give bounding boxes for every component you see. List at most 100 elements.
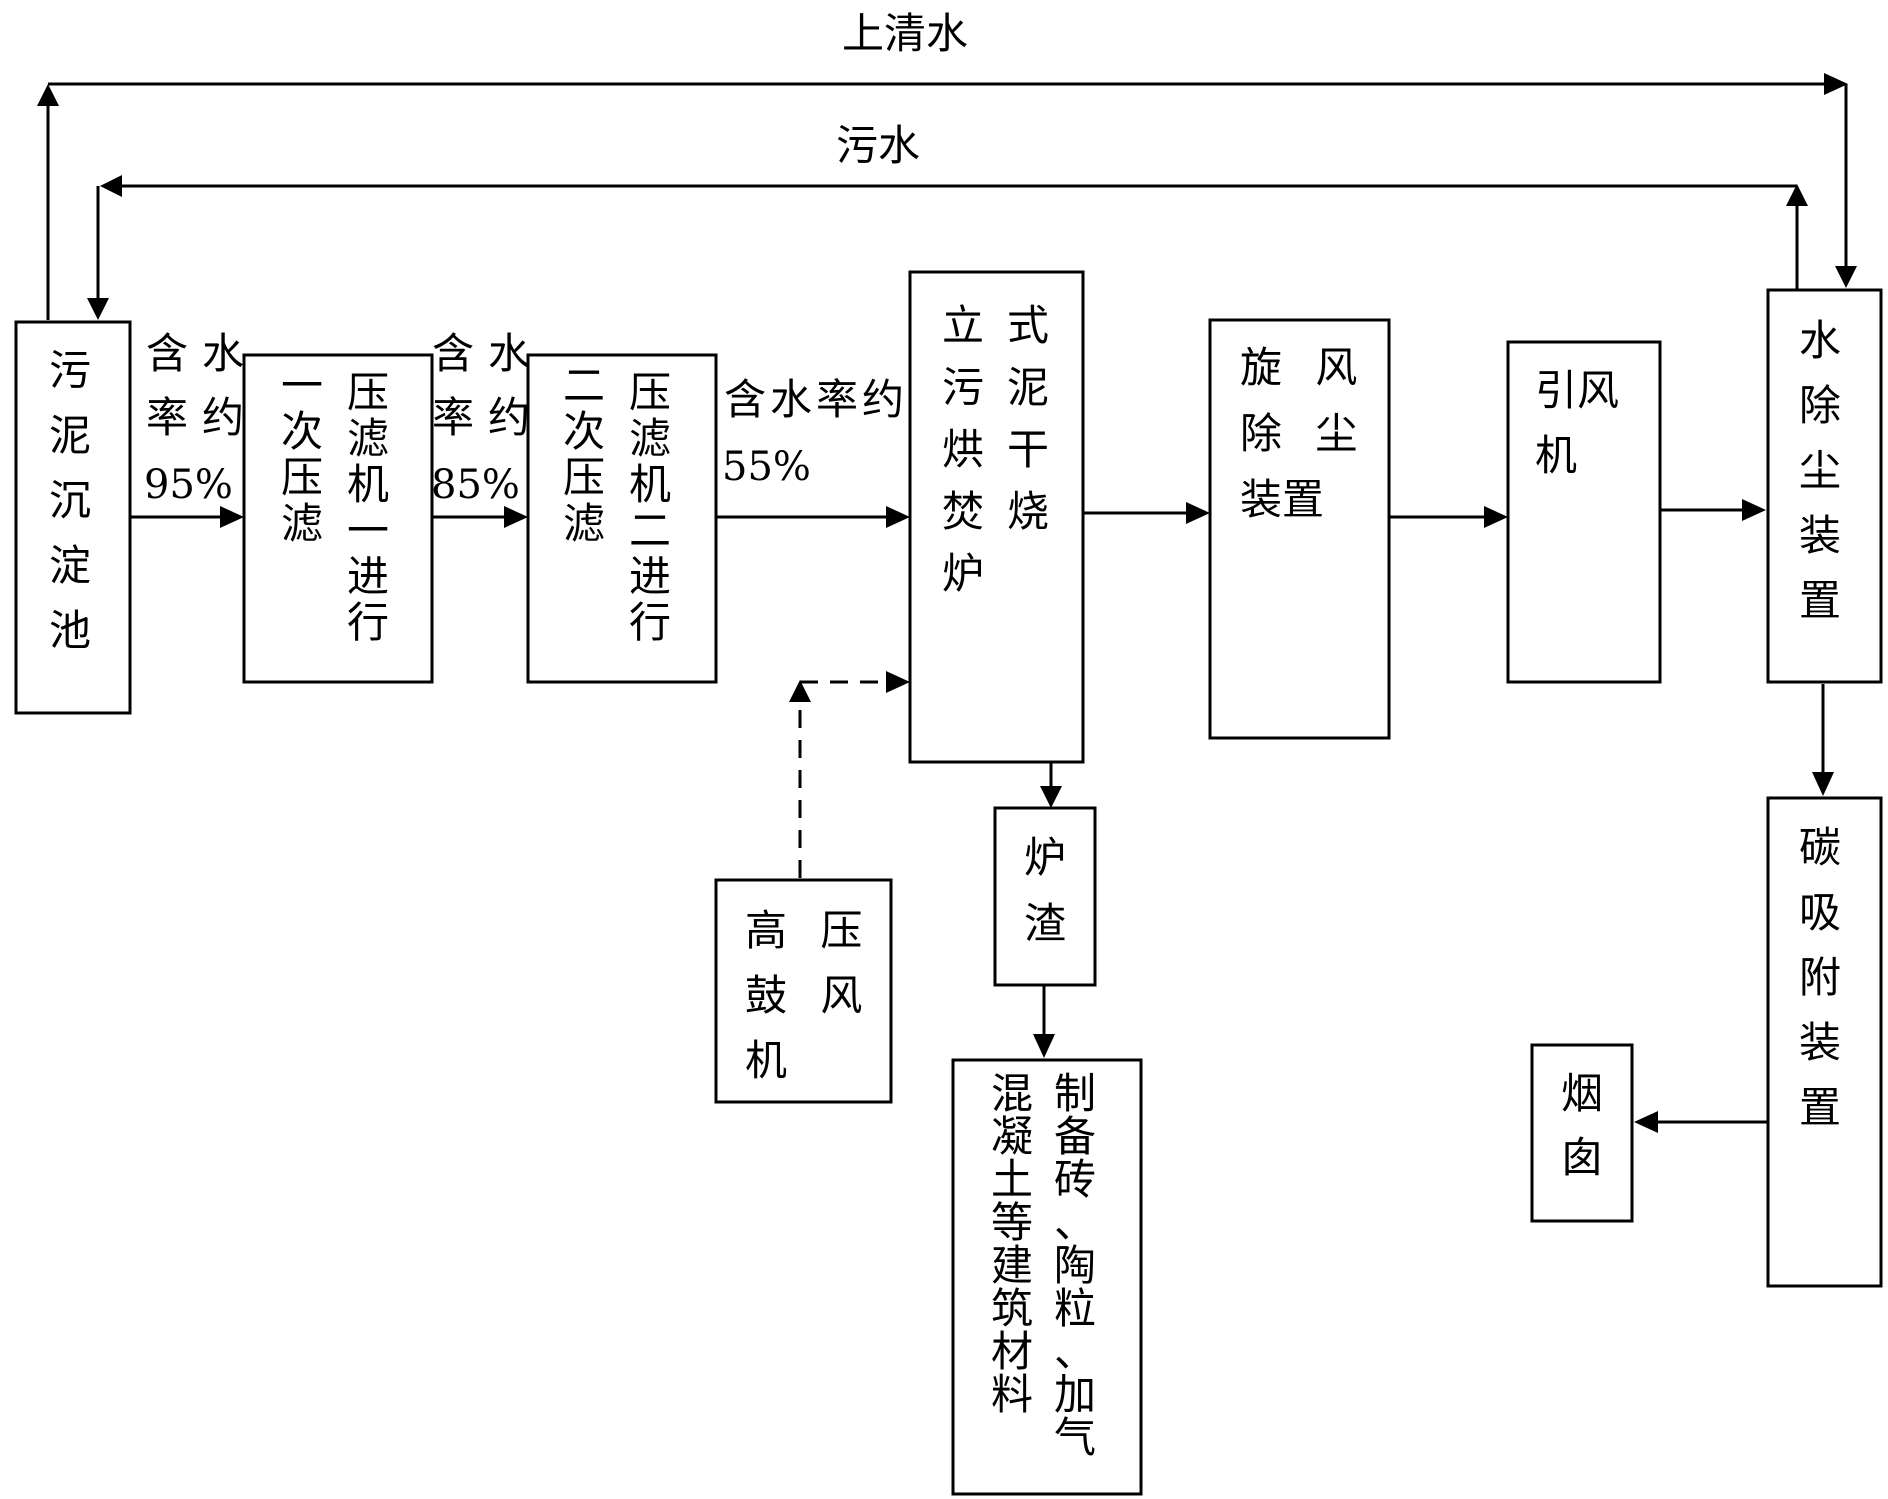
second-filter-right-char: 进 xyxy=(629,552,671,601)
slag-char: 炉 xyxy=(1024,833,1066,882)
moisture-55-line-1: 含水率约 xyxy=(724,375,908,424)
first-filter-press-box xyxy=(242,353,434,684)
first-filter-press-label: 一 次 压 滤 压 滤 机 一 进 行 xyxy=(281,361,389,647)
sewage-label: 污水 xyxy=(836,121,920,170)
carbon-adsorb-char: 吸 xyxy=(1799,888,1841,937)
carbon-adsorb-label: 碳 吸 附 装 置 xyxy=(1799,823,1841,1132)
first-filter-left-char: 次 xyxy=(281,407,323,456)
sewage-loop xyxy=(87,175,1808,320)
building-right-char: 制 xyxy=(1054,1069,1096,1118)
settling-tank-char: 沉 xyxy=(49,476,91,525)
incinerator-box xyxy=(908,270,1085,764)
building-left-char: 等 xyxy=(991,1198,1033,1247)
water-dust-label: 水 除 尘 装 置 xyxy=(1799,316,1841,625)
second-filter-right-char: 行 xyxy=(629,598,671,647)
carbon-adsorb-char: 装 xyxy=(1799,1018,1841,1067)
induced-fan-row: 机 xyxy=(1535,431,1577,480)
first-filter-right-char: 一 xyxy=(347,506,389,555)
cyclone-box xyxy=(1208,318,1391,740)
induced-fan-box xyxy=(1506,340,1662,684)
carbon-adsorb-char: 碳 xyxy=(1799,823,1841,872)
settling-tank-label: 污 泥 沉 淀 池 xyxy=(49,346,91,655)
carbon-adsorb-char: 附 xyxy=(1799,953,1841,1002)
second-filter-left-char: 次 xyxy=(563,407,605,456)
incinerator-right-char: 干 xyxy=(1007,425,1049,474)
settling-tank-char: 淀 xyxy=(49,541,91,590)
blower-row: 机 xyxy=(745,1036,787,1085)
settling-tank-char: 泥 xyxy=(49,411,91,460)
moisture-85-line-3: 85% xyxy=(431,462,520,508)
first-filter-right-char: 进 xyxy=(347,552,389,601)
moisture-95-line-2: 率约 xyxy=(146,393,258,442)
building-right-char: 备 xyxy=(1054,1112,1096,1161)
water-dust-char: 尘 xyxy=(1799,446,1841,495)
second-filter-right-char: 二 xyxy=(629,506,671,555)
building-left-char: 建 xyxy=(991,1241,1033,1290)
second-filter-right-char: 机 xyxy=(629,460,671,509)
second-filter-left-char: 二 xyxy=(563,361,605,410)
second-filter-press-label: 二 次 压 滤 压 滤 机 二 进 行 xyxy=(563,361,671,647)
incinerator-left-char: 污 xyxy=(942,363,984,412)
second-filter-right-char: 滤 xyxy=(629,414,671,463)
moisture-85-line-2: 率约 xyxy=(432,393,544,442)
building-right-char: 陶 xyxy=(1054,1241,1096,1290)
building-left-char: 材 xyxy=(991,1327,1033,1376)
chimney-char: 烟 xyxy=(1561,1069,1603,1118)
incinerator-left-char: 立 xyxy=(942,301,984,350)
water-dust-char: 除 xyxy=(1799,381,1841,430)
slag-char: 渣 xyxy=(1024,899,1066,948)
building-left-char: 筑 xyxy=(991,1284,1033,1333)
second-filter-right-char: 压 xyxy=(629,368,671,417)
incinerator-right-char: 式 xyxy=(1007,301,1049,350)
building-right-char: 加 xyxy=(1054,1370,1096,1419)
water-dust-box xyxy=(1766,288,1883,684)
second-filter-press-box xyxy=(526,353,718,684)
clear-water-label: 上清水 xyxy=(842,9,968,58)
chimney-label: 烟 囱 xyxy=(1561,1069,1603,1182)
settling-tank-box xyxy=(14,320,132,715)
cyclone-row: 除 尘 xyxy=(1240,409,1367,458)
building-right-char: 粒 xyxy=(1054,1284,1096,1333)
first-filter-right-char: 机 xyxy=(347,460,389,509)
slag-flow xyxy=(1033,762,1062,1058)
settling-tank-char: 池 xyxy=(49,606,91,655)
building-right-char: 、 xyxy=(1054,1327,1096,1376)
first-filter-left-char: 一 xyxy=(281,361,323,410)
blower-label: 高 压 鼓 风 机 xyxy=(745,906,872,1085)
settling-tank-char: 污 xyxy=(49,346,91,395)
water-dust-char: 水 xyxy=(1799,316,1841,365)
main-flow-arrows xyxy=(130,499,1766,528)
moisture-85-label: 含水 率约 85% xyxy=(431,329,544,508)
clear-water-loop xyxy=(37,73,1857,320)
blower-box xyxy=(714,878,893,1104)
incinerator-right-char: 泥 xyxy=(1007,363,1049,412)
blower-row: 高 压 xyxy=(745,906,872,955)
induced-fan-row: 引风 xyxy=(1535,366,1619,415)
building-left-char: 混 xyxy=(991,1069,1033,1118)
carbon-adsorb-char: 置 xyxy=(1799,1083,1841,1132)
blower-row: 鼓 风 xyxy=(745,971,872,1020)
moisture-95-line-1: 含水 xyxy=(146,329,258,378)
building-right-char: 气 xyxy=(1054,1413,1096,1462)
cyclone-row: 装置 xyxy=(1240,475,1324,524)
first-filter-right-char: 滤 xyxy=(347,414,389,463)
building-left-char: 土 xyxy=(991,1155,1033,1204)
incinerator-left-char: 烘 xyxy=(942,425,984,474)
incinerator-label: 立 污 烘 焚 炉 式 泥 干 烧 xyxy=(942,301,1049,598)
right-column-flow xyxy=(1634,684,1834,1133)
first-filter-left-char: 压 xyxy=(281,453,323,502)
induced-fan-label: 引风 机 xyxy=(1535,366,1619,480)
incinerator-left-char: 炉 xyxy=(942,549,984,598)
incinerator-right-char: 烧 xyxy=(1007,487,1049,536)
first-filter-left-char: 滤 xyxy=(281,499,323,548)
water-dust-char: 置 xyxy=(1799,576,1841,625)
moisture-95-label: 含水 率约 95% xyxy=(144,329,258,508)
building-materials-box xyxy=(951,1058,1143,1496)
slag-box xyxy=(993,806,1097,987)
cyclone-label: 旋 风 除 尘 装置 xyxy=(1240,343,1367,524)
first-filter-right-char: 行 xyxy=(347,598,389,647)
cyclone-row: 旋 风 xyxy=(1240,343,1367,392)
moisture-55-label: 含水率约 55% xyxy=(722,375,908,490)
chimney-box xyxy=(1530,1043,1634,1223)
blower-feed-dashed xyxy=(789,671,910,878)
